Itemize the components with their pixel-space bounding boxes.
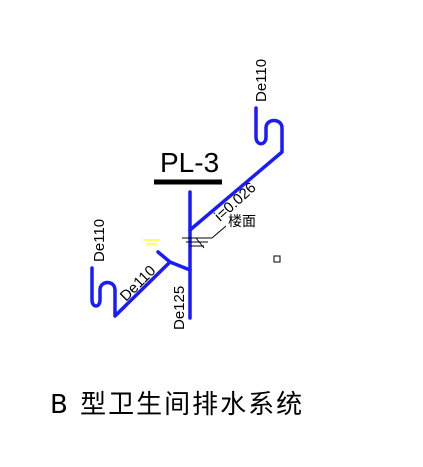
top-vent-label: De110 [253, 59, 270, 102]
left-vent-label: De110 [91, 219, 108, 262]
branch-label: De110 [117, 262, 159, 304]
stack-pipe-label: De125 [171, 286, 188, 330]
floor-label: 楼面 [228, 213, 256, 229]
floor-level-mark [182, 225, 227, 249]
water-level-mark [143, 239, 160, 245]
upper-slope-pipe [188, 106, 284, 232]
branch-stub-pipe [156, 250, 172, 264]
point-marker [273, 255, 281, 263]
stack-label: PL-3 [160, 147, 219, 178]
diagram-caption: B 型卫生间排水系统 [50, 390, 304, 420]
lower-branch-pipe [90, 260, 192, 318]
